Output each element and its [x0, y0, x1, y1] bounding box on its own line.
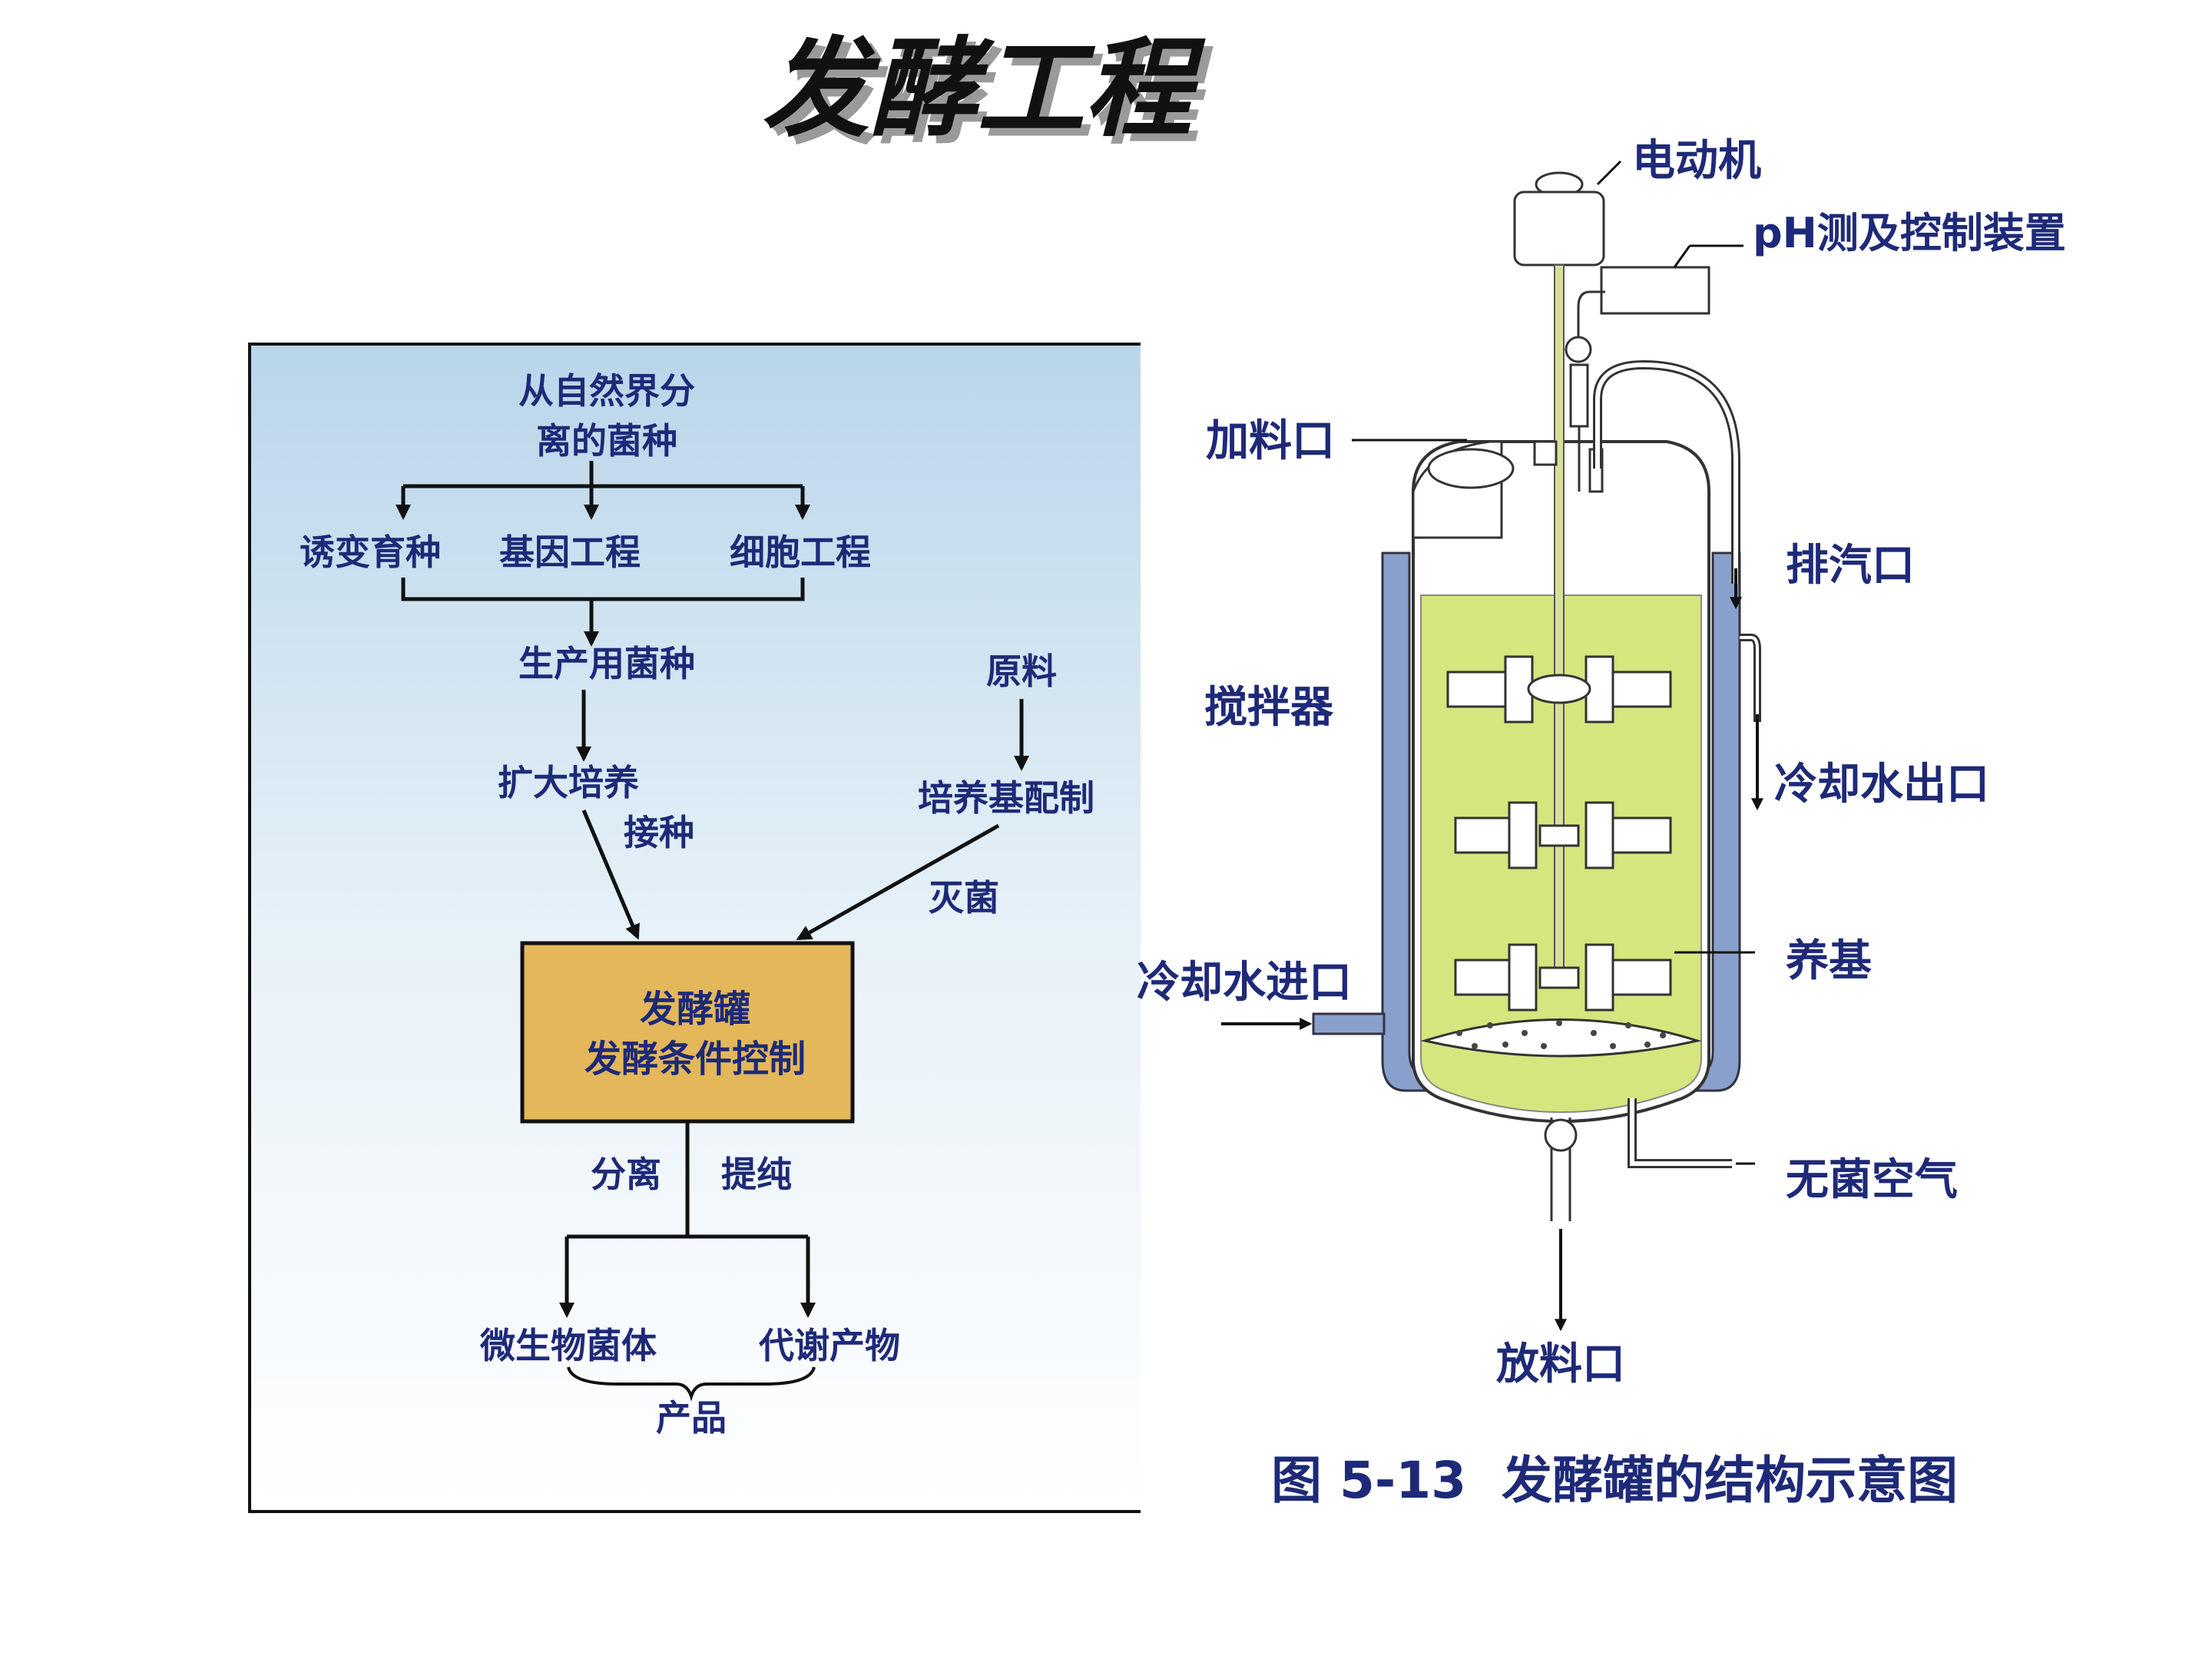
exhaust-pipe-inner: [1595, 362, 1738, 584]
fermenter-box: [520, 941, 855, 1124]
product-brace: [567, 1366, 816, 1402]
fermenter-box-line2: 发酵条件控制: [584, 1038, 806, 1081]
fermenter-box-line1: 发酵罐: [640, 988, 750, 1031]
purify-label: 提纯: [721, 1154, 792, 1195]
medium-prep: 培养基配制: [918, 777, 1094, 819]
source-strain-line2: 离的菌种: [536, 420, 677, 462]
impeller-bottom: [1454, 943, 1672, 1012]
label-cooling-out: 冷却水出口: [1774, 760, 1989, 810]
separate-label: 分离: [591, 1154, 661, 1195]
label-ph-control: pH测及控制装置: [1753, 209, 2066, 257]
inoculate-label: 接种: [624, 812, 694, 853]
method-gene: 基因工程: [499, 531, 641, 573]
raw-material: 原料: [986, 651, 1057, 692]
agitator-shaft: [1554, 264, 1565, 988]
flowchart-panel: [250, 344, 1141, 1512]
label-feed-port: 加料口: [1206, 416, 1335, 466]
air-bubbles: [1456, 1020, 1666, 1049]
label-medium: 养基: [1786, 936, 1872, 986]
ph-probe: [1569, 363, 1589, 428]
flowchart-panel-border: [248, 343, 1141, 1513]
discharge-valve: [1544, 1118, 1578, 1152]
cooling-inlet-pipe: [1312, 1012, 1386, 1035]
impeller-top: [1446, 655, 1672, 724]
source-strain-line1: 从自然界分: [518, 370, 695, 412]
air-sparger: [1420, 1018, 1702, 1058]
feed-port-cap: [1427, 448, 1515, 489]
motor-leader: [1596, 160, 1622, 186]
merge-bracket: [401, 578, 805, 647]
inoculate-arrow: [581, 810, 640, 940]
product-label: 产品: [656, 1397, 727, 1439]
motor-body: [1513, 190, 1605, 267]
downstream-lines: [559, 1121, 816, 1318]
label-sterile-air: 无菌空气: [1786, 1155, 1958, 1205]
label-motor: 电动机: [1632, 136, 1761, 186]
cooling-jacket-right: [1688, 551, 1741, 1092]
top-valve: [1533, 440, 1558, 466]
label-agitator: 搅拌器: [1204, 683, 1334, 733]
sterilize-label: 灭菌: [929, 877, 999, 919]
expand-culture: 扩大培养: [498, 762, 639, 803]
label-cooling-in: 冷却水进口: [1137, 958, 1352, 1008]
page-title: 发酵工程: [762, 27, 1206, 152]
label-discharge: 放料口: [1496, 1339, 1625, 1389]
impeller-middle: [1454, 801, 1672, 869]
output-cells: 微生物菌体: [479, 1325, 657, 1366]
ph-valve: [1565, 336, 1592, 363]
figure-caption: 图 5-13 发酵罐的结构示意图: [1271, 1451, 1958, 1510]
production-strain: 生产用菌种: [518, 643, 695, 684]
ph-probe-line: [1577, 290, 1605, 338]
ph-control-box: [1600, 266, 1710, 315]
method-mutation: 诱变育种: [300, 531, 441, 573]
cooling-outlet-pipe: [1740, 634, 1761, 722]
label-exhaust: 排汽口: [1786, 541, 1915, 591]
breeding-branch-lines: [396, 461, 810, 520]
cooling-outlet-pipe-inner: [1740, 636, 1759, 722]
ph-leader: [1673, 245, 1691, 268]
method-cell: 细胞工程: [730, 531, 871, 573]
output-metabolites: 代谢产物: [758, 1325, 900, 1366]
sterilize-arrow: [796, 823, 1000, 941]
title-shadow: 发酵工程: [770, 35, 1214, 160]
sterile-air-pipe-inner: [1630, 1098, 1732, 1166]
